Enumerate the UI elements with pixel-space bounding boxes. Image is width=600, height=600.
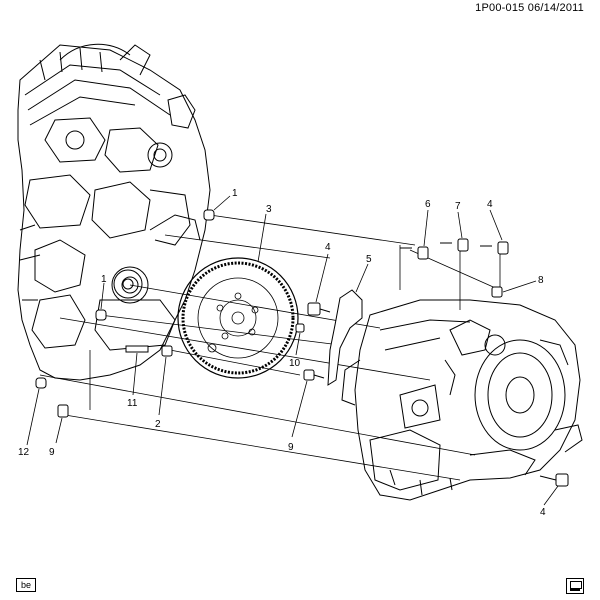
crankshaft-flange xyxy=(113,269,143,299)
flywheel xyxy=(177,257,299,379)
callout-4-middle: 4 xyxy=(325,242,331,253)
leader-lines xyxy=(26,195,559,506)
figure-id: 1P00-015 xyxy=(475,2,525,14)
callout-11: 11 xyxy=(127,398,138,409)
engine-assembly xyxy=(17,43,211,381)
fasteners xyxy=(35,209,569,487)
alignment-lines xyxy=(39,214,501,481)
figure-date: 06/14/2011 xyxy=(527,2,584,14)
callout-2: 2 xyxy=(155,419,161,430)
callout-7: 7 xyxy=(455,201,461,212)
callout-9-left: 9 xyxy=(49,447,55,458)
callout-8: 8 xyxy=(538,275,544,286)
corner-label: be xyxy=(20,580,31,590)
callout-12: 12 xyxy=(18,447,30,458)
callout-1-lower: 1 xyxy=(101,274,107,285)
callout-1-upper: 1 xyxy=(232,188,238,199)
callout-6: 6 xyxy=(425,199,431,210)
callout-labels: 1 3 4 5 6 7 4 8 1 10 11 2 9 12 9 4 xyxy=(18,188,546,518)
callout-4-bottom: 4 xyxy=(540,507,546,518)
transmission-assembly xyxy=(341,299,583,501)
corner-label-box: be xyxy=(16,578,36,592)
callout-5: 5 xyxy=(366,254,372,265)
print-icon xyxy=(566,578,584,594)
figure-header: 1P00-015 06/14/2011 xyxy=(475,2,584,14)
callout-3: 3 xyxy=(266,204,272,215)
callout-4-upper-right: 4 xyxy=(487,199,493,210)
callout-9-right: 9 xyxy=(288,442,294,453)
bracket xyxy=(327,289,363,386)
callout-10: 10 xyxy=(289,358,301,369)
